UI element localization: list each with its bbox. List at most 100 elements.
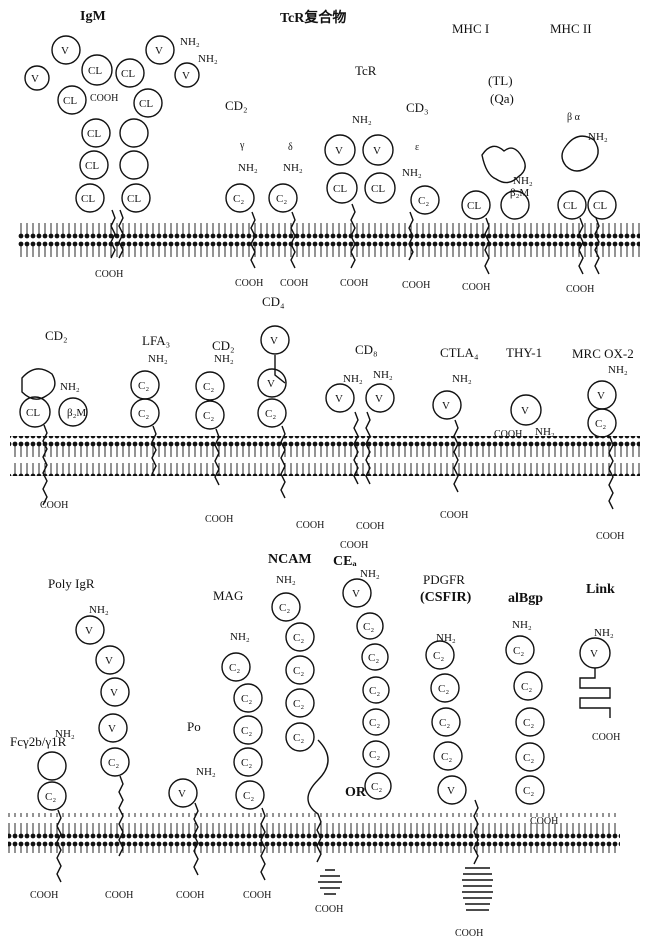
cea-c2-3: C₂ <box>369 685 380 697</box>
lfa-c2-2: C₂ <box>138 408 149 420</box>
igm-cl-6: CL <box>85 160 99 172</box>
pdgfr-c2-3: C₂ <box>439 717 450 729</box>
membrane-bottom <box>8 813 620 853</box>
label-pdgfr: PDGFR <box>423 572 465 587</box>
mag-c2-3: C₂ <box>241 725 252 737</box>
tcr-cl-1: CL <box>333 183 347 195</box>
polyigr-cooh: COOH <box>105 890 133 901</box>
label-igm: IgM <box>80 9 106 24</box>
cd4-c2: C₂ <box>265 408 276 420</box>
polyigr-nh2: NH₂ <box>89 604 109 616</box>
cd2b-c2-2: C₂ <box>203 410 214 422</box>
igm-cl-5: CL <box>87 128 101 140</box>
igm-v-3: V <box>155 45 163 57</box>
cd2-top-nh2-2: NH₂ <box>283 162 303 174</box>
mag-nh2: NH₂ <box>230 631 250 643</box>
label-cd2-top: CD₂ <box>225 98 248 113</box>
label-beta-alpha: β α <box>567 112 581 123</box>
cd2-top-nh2-1: NH₂ <box>238 162 258 174</box>
polyigr-v-4: V <box>108 723 116 735</box>
mrc-v: V <box>597 390 605 402</box>
po-nh2: NH₂ <box>196 766 216 778</box>
pdgfr-v: V <box>447 785 455 797</box>
lfa-nh2: NH₂ <box>148 353 168 365</box>
ncam-cooh: COOH <box>315 904 343 915</box>
label-link: Link <box>586 582 615 597</box>
igm-cl-7: CL <box>81 193 95 205</box>
label-cd4: CD₄ <box>262 294 285 309</box>
igm-cl-2: CL <box>63 95 77 107</box>
panel-bottom: NCAM CEₐ Poly IgR MAG PDGFR (CSFIR) alBg… <box>10 552 620 939</box>
cd8-nh2-2: NH₂ <box>373 369 393 381</box>
cea-c2-1: C₂ <box>363 621 374 633</box>
fcgr-c2: C₂ <box>45 791 56 803</box>
cd2-cooh: COOH <box>40 500 68 511</box>
label-mrc: MRC OX-2 <box>572 346 634 361</box>
cea-c2-4: C₂ <box>369 717 380 729</box>
label-tl: (TL) <box>488 73 513 88</box>
igm-cooh: COOH <box>95 269 123 280</box>
label-albgp: alBgp <box>508 591 543 606</box>
cd2-b2m: β₂M <box>67 407 86 419</box>
igm-nh2-2: NH₂ <box>198 53 218 65</box>
cea-nh2: NH₂ <box>360 568 380 580</box>
mhc2-cooh: COOH <box>566 284 594 295</box>
label-delta: δ <box>288 142 293 153</box>
cd8-cooh-1: COOH <box>356 521 384 532</box>
label-polyigr: Poly IgR <box>48 576 95 591</box>
panel-middle: CD₄ CD₂ LFA₃ CD₂ CD₈ CTLA₄ THY-1 MRC OX-… <box>20 294 634 551</box>
tcr-v-1: V <box>335 145 343 157</box>
thy1-v: V <box>521 405 529 417</box>
igm-nh2-1: NH₂ <box>180 36 200 48</box>
label-cd2: CD₂ <box>45 328 68 343</box>
mrc-c2: C₂ <box>595 418 606 430</box>
mhc2-cl-1: CL <box>563 200 577 212</box>
label-epsilon: ε <box>415 142 419 153</box>
cd3-nh2: NH₂ <box>402 167 422 179</box>
membrane-middle <box>10 436 640 476</box>
cd2-cl: CL <box>26 407 40 419</box>
cd2-nh2: NH₂ <box>60 381 80 393</box>
albgp-cooh: COOH <box>530 816 558 827</box>
polyigr-v-1: V <box>85 625 93 637</box>
polyigr-v-2: V <box>105 655 113 667</box>
igm-cl-3: CL <box>121 68 135 80</box>
cea-c2-6: C₂ <box>371 781 382 793</box>
cd8-v-2: V <box>375 393 383 405</box>
label-thy1: THY-1 <box>506 345 542 360</box>
igm-v-2: V <box>61 45 69 57</box>
ncam-c2-4: C₂ <box>293 698 304 710</box>
po-v: V <box>178 788 186 800</box>
label-cd3: CD₃ <box>406 100 429 115</box>
tcr-nh2: NH₂ <box>352 114 372 126</box>
lfa-c2-1: C₂ <box>138 380 149 392</box>
pdgfr-c2-4: C₂ <box>441 751 452 763</box>
cd4-cooh: COOH <box>296 520 324 531</box>
ncam-c2-5: C₂ <box>293 732 304 744</box>
mrc-nh2: NH₂ <box>608 364 628 376</box>
thy1-cooh: COOH <box>494 429 522 440</box>
label-po: Po <box>187 719 201 734</box>
ctla-v: V <box>442 400 450 412</box>
mag-c2-2: C₂ <box>241 693 252 705</box>
label-qa: (Qa) <box>490 91 514 106</box>
mhc2-nh2: NH₂ <box>588 131 608 143</box>
igm-cl-8: CL <box>127 193 141 205</box>
igm-v-4: V <box>182 70 190 82</box>
label-tcr-complex: TcR复合物 <box>280 9 346 26</box>
label-cd8: CD₈ <box>355 342 378 357</box>
ncam-c2-1: C₂ <box>279 602 290 614</box>
cd2b-c2-1: C₂ <box>203 381 214 393</box>
fcgr-cooh: COOH <box>30 890 58 901</box>
ctla-cooh: COOH <box>440 510 468 521</box>
pdgfr-cooh: COOH <box>455 928 483 939</box>
label-mhc1: MHC I <box>452 21 489 36</box>
label-or: OR <box>345 785 367 800</box>
po-cooh: COOH <box>176 890 204 901</box>
cd2b-cooh: COOH <box>205 514 233 525</box>
mhc1-nh2: NH₂ <box>513 175 533 187</box>
igm-v-1: V <box>31 73 39 85</box>
cd2-top-cooh-2: COOH <box>280 278 308 289</box>
link-nh2: NH₂ <box>594 627 614 639</box>
